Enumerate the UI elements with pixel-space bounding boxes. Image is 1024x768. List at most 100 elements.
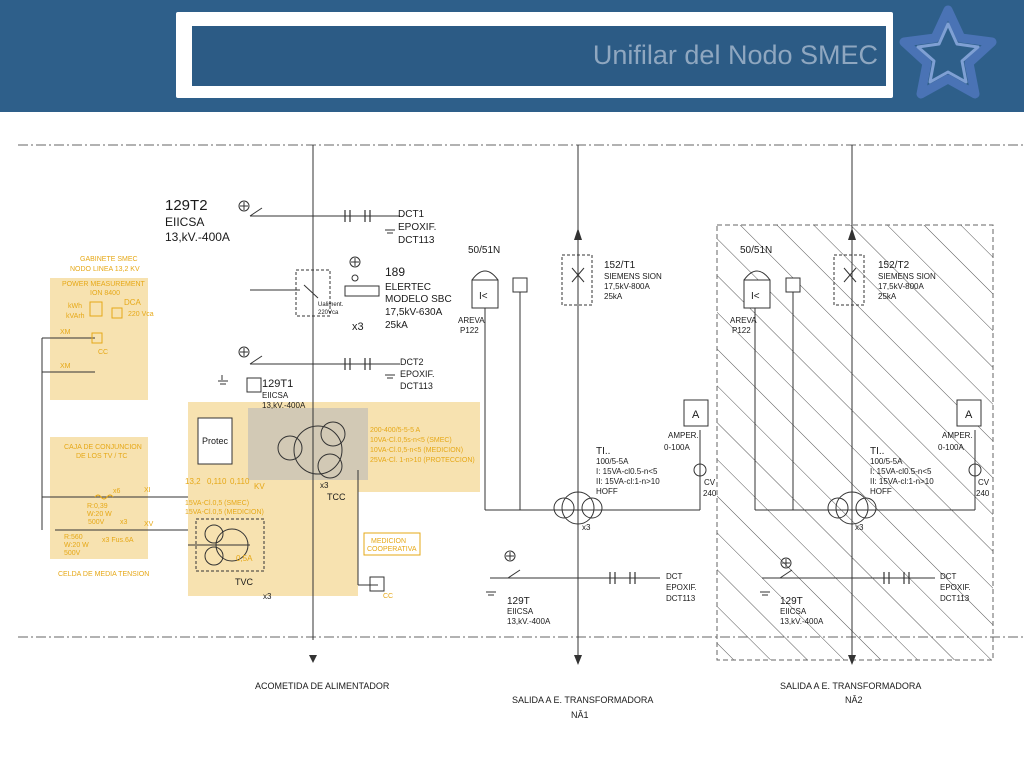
label-dca: DCA (124, 298, 142, 307)
label-ualiment: Ualiment. (318, 302, 344, 308)
tcc-grey-area (248, 408, 368, 480)
label-x3-ti1: x3 (582, 523, 591, 532)
label-x3-tcc: x3 (320, 481, 329, 490)
label-189-b: ELERTEC (385, 282, 431, 293)
label-tc-a: 200-400/5-5-5 A (370, 427, 421, 434)
label-129t2-id: 129T2 (165, 197, 208, 214)
title-box: Unifilar del Nodo SMEC (192, 26, 886, 86)
label-dct4-b: EPOXIF. (940, 583, 971, 592)
label-cb2-d: 25kA (878, 292, 897, 301)
label-129t-a: 129T (507, 596, 530, 607)
label-189-d: 17,5kV-630A (385, 307, 443, 318)
label-xm1: XM (60, 329, 71, 336)
label-129t2b-a: 129T (780, 596, 803, 607)
label-areva2-a: AREVA (730, 316, 757, 325)
single-line-diagram: I< I< A A (18, 144, 1024, 720)
label-129t1-mfr: EIICSA (262, 391, 289, 400)
label-cb2-b: SIEMENS SION (878, 272, 936, 281)
label-tc-b: 10VA-Cl.0,5s-n<5 (SMEC) (370, 437, 452, 444)
label-dct4-c: DCT113 (940, 594, 970, 603)
label-cc1: CC (98, 349, 108, 356)
label-rel1: 50/51N (468, 245, 500, 256)
label-tc-c: 10VA-Cl.0,5-n<5 (MEDICION) (370, 447, 463, 454)
label-189-id: 189 (385, 265, 405, 279)
label-dct3-a: DCT (666, 572, 683, 581)
svg-text:I<: I< (751, 291, 760, 302)
label-protec: Protec (202, 436, 229, 446)
labels-orange: GABINETE SMEC NODO LINEA 13,2 KV POWER M… (58, 256, 475, 600)
label-kwh: kWh (68, 303, 82, 310)
label-tc-d: 25VA-Cl. 1-n>10 (PROTECCION) (370, 457, 475, 464)
label-tv-e: 15VA-Cl.0,5 (MEDICION) (185, 509, 264, 516)
label-amp1-a: AMPER. (668, 431, 699, 440)
label-pm-b: ION 8400 (90, 290, 120, 297)
transformers (195, 417, 877, 592)
page-title: Unifilar del Nodo SMEC (592, 40, 878, 70)
label-cv1-a: CV (704, 478, 716, 487)
label-rel2: 50/51N (740, 245, 772, 256)
label-tvc-x3: x3 (263, 592, 272, 601)
label-areva1-a: AREVA (458, 316, 485, 325)
label-xm2: XM (60, 363, 71, 370)
label-tcc: TCC (327, 492, 346, 502)
labels-black: 129T2 EIICSA 13,kV.-400A DCT1 EPOXIF. DC… (165, 197, 990, 720)
label-129t-c: 13,kV.-400A (507, 617, 551, 626)
label-ti2-d: II: 15VA-cl:1-n>10 (870, 477, 934, 486)
star-logo-icon (899, 5, 997, 99)
svg-text:I<: I< (479, 291, 488, 302)
label-dct2-b: EPOXIF. (400, 369, 435, 379)
relays: I< I< A A (246, 270, 982, 477)
label-ti2-e: HOFF (870, 487, 892, 496)
label-r2-a: R:560 (64, 534, 83, 541)
label-cb1-b: SIEMENS SION (604, 272, 662, 281)
capacitors (344, 210, 910, 584)
label-r2-c: 500V (64, 550, 81, 557)
label-cb2-c: 17,5kV-800A (878, 282, 924, 291)
label-med-a: MEDICION (371, 538, 406, 545)
label-r1-b: W:20 W (87, 511, 112, 518)
label-dct2-a: DCT2 (400, 357, 424, 367)
label-129t1-id: 129T1 (262, 378, 293, 390)
label-gabinete-a: GABINETE SMEC (80, 256, 138, 263)
label-129t2-mfr: EIICSA (165, 215, 204, 229)
svg-text:A: A (965, 409, 973, 421)
label-salida1-b: NÂ1 (571, 710, 589, 720)
label-x3-ti2: x3 (855, 523, 864, 532)
label-129t2b-b: EIICSA (780, 607, 807, 616)
label-cb2-a: 152/T2 (878, 260, 910, 271)
label-dca-v: 220 Vca (128, 311, 154, 318)
label-areva1-b: P122 (460, 326, 479, 335)
label-cb1-a: 152/T1 (604, 260, 636, 271)
label-ti2-c: I: 15VA-cl0.5-n<5 (870, 467, 932, 476)
label-salida2-a: SALIDA A E. TRANSFORMADORA (780, 681, 921, 691)
label-129t1-rating: 13,kV.-400A (262, 401, 306, 410)
label-tv-a: 13,2 (185, 477, 201, 486)
label-acometida: ACOMETIDA DE ALIMENTADOR (255, 681, 390, 691)
label-amp1-b: 0-100A (664, 443, 690, 452)
label-fus: x3 Fus.6A (102, 537, 134, 544)
label-x3-fus: x3 (120, 519, 128, 526)
label-129t2-rating: 13,kV.-400A (165, 230, 230, 244)
label-ti1-a: TI.. (596, 446, 610, 457)
label-ti1-b: 100/5-5A (596, 457, 629, 466)
label-xi: XI (144, 487, 151, 494)
label-r1-a: R:0,39 (87, 503, 108, 510)
label-med-b: COOPERATIVA (367, 546, 417, 553)
label-tv-b: 0,110 (207, 477, 227, 486)
wiring (41, 145, 976, 660)
label-189-c: MODELO SBC (385, 294, 452, 305)
label-r1-c: 500V (88, 519, 105, 526)
label-ti2-b: 100/5-5A (870, 457, 903, 466)
label-dct3-c: DCT113 (666, 594, 696, 603)
label-tv-05a: 0,5A (236, 554, 253, 563)
label-dct3-b: EPOXIF. (666, 583, 697, 592)
label-ti1-e: HOFF (596, 487, 618, 496)
label-caja-b: DE LOS TV / TC (76, 453, 127, 460)
label-cc2: CC (383, 593, 393, 600)
label-cv1-b: 240 (703, 489, 717, 498)
label-dct1-a: DCT1 (398, 209, 425, 220)
label-dct1-c: DCT113 (398, 235, 435, 246)
label-areva2-b: P122 (732, 326, 751, 335)
label-x3-top: x3 (352, 321, 364, 333)
orange-components (89, 301, 421, 556)
